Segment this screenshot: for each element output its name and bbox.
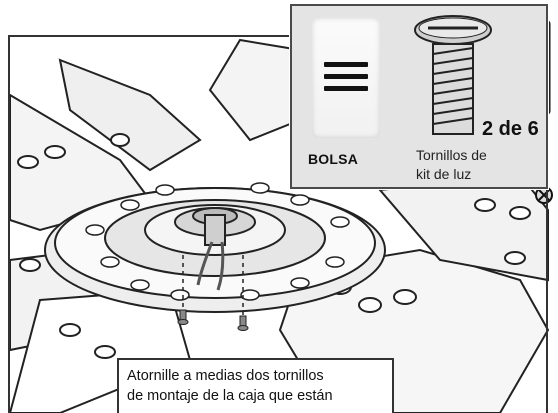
light-kit-screw-icon <box>414 15 492 135</box>
instruction-callout: Atornille a medias dos tornillos de mont… <box>117 358 394 413</box>
blade-holes <box>17 133 531 359</box>
parts-panel: BOLSA 2 de 6 Tornillos de kit de luz <box>290 4 548 189</box>
bag-label: BOLSA <box>308 151 358 167</box>
mounting-plate <box>44 187 386 313</box>
screws-label-line2: kit de luz <box>416 166 472 182</box>
instruction-line1: Atornille a medias dos tornillos <box>127 368 324 384</box>
mounting-screws <box>177 309 249 331</box>
screw-guide-lines <box>182 255 244 316</box>
plate-holes <box>85 182 350 301</box>
screws-label-line1: Tornillos de <box>416 147 487 163</box>
wires <box>196 241 225 291</box>
screw-count: 2 de 6 <box>482 118 539 140</box>
instruction-line2: de montaje de la caja que están <box>127 388 333 404</box>
parts-bag-icon <box>312 18 380 138</box>
bag-marking <box>324 62 368 98</box>
screws-label: Tornillos de kit de luz <box>416 146 526 184</box>
